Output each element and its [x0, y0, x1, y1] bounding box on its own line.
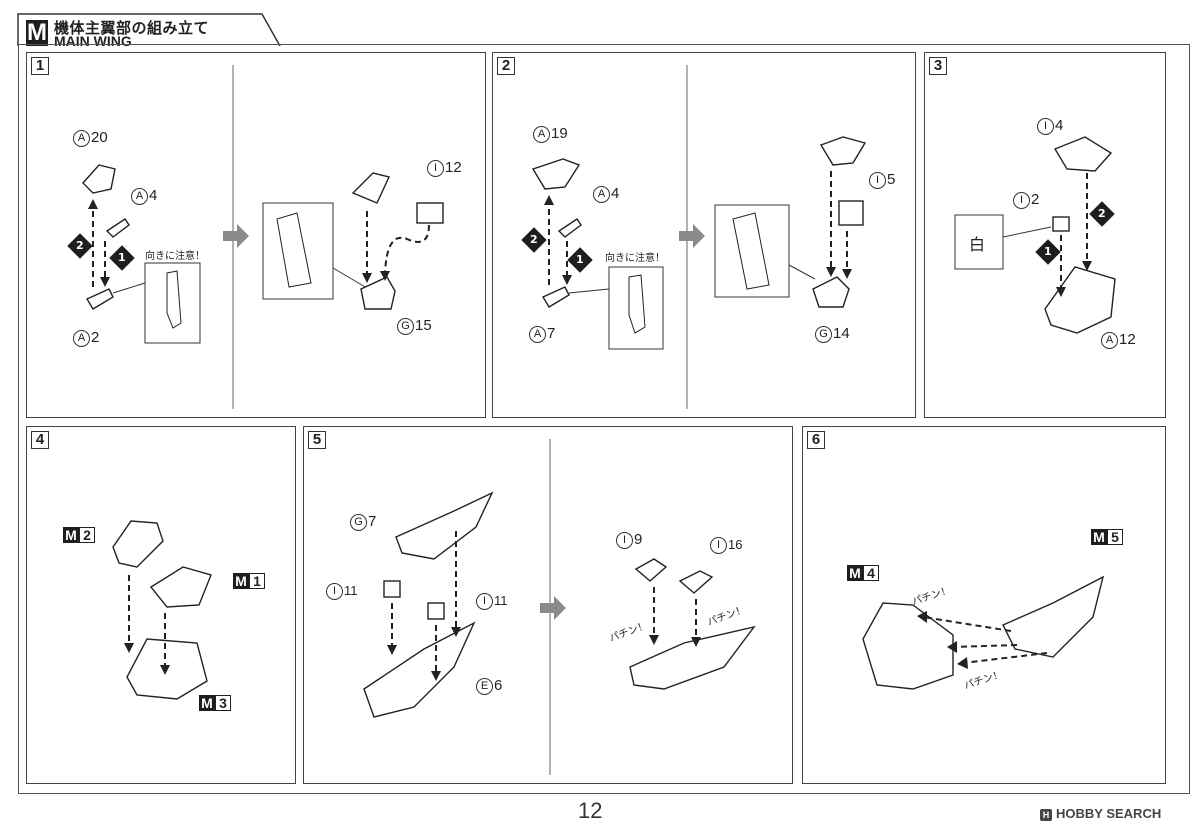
section-header: M 機体主翼部の組み立て MAIN WING — [0, 0, 290, 49]
hobby-search-logo-icon: H — [1040, 808, 1052, 821]
step-number: 5 — [308, 431, 326, 449]
step-number: 2 — [497, 57, 515, 75]
step-number: 3 — [929, 57, 947, 75]
header-tab-outline — [17, 13, 281, 46]
page-frame — [18, 44, 1190, 794]
step-4-illustration — [112, 520, 212, 700]
step-5-illustration — [363, 439, 756, 775]
orientation-note: 向きに注意！ — [145, 251, 205, 262]
step-2-illustration — [531, 65, 867, 409]
watermark-text: HOBBY SEARCH — [1056, 806, 1162, 821]
section-title-en: MAIN WING — [54, 33, 132, 49]
watermark: H HOBBY SEARCH — [1040, 806, 1161, 821]
step-number: 4 — [31, 431, 49, 449]
color-label: 白 — [969, 237, 986, 254]
step-3-illustration — [954, 136, 1116, 334]
step-number: 1 — [31, 57, 49, 75]
step-number: 6 — [807, 431, 825, 449]
page-number: 12 — [578, 798, 603, 823]
section-badge: M — [26, 19, 48, 46]
orientation-note: 向きに注意！ — [605, 253, 665, 264]
section-title-jp: 機体主翼部の組み立て — [54, 19, 210, 37]
step-1-illustration — [82, 65, 444, 409]
step-6-illustration — [862, 575, 1105, 690]
